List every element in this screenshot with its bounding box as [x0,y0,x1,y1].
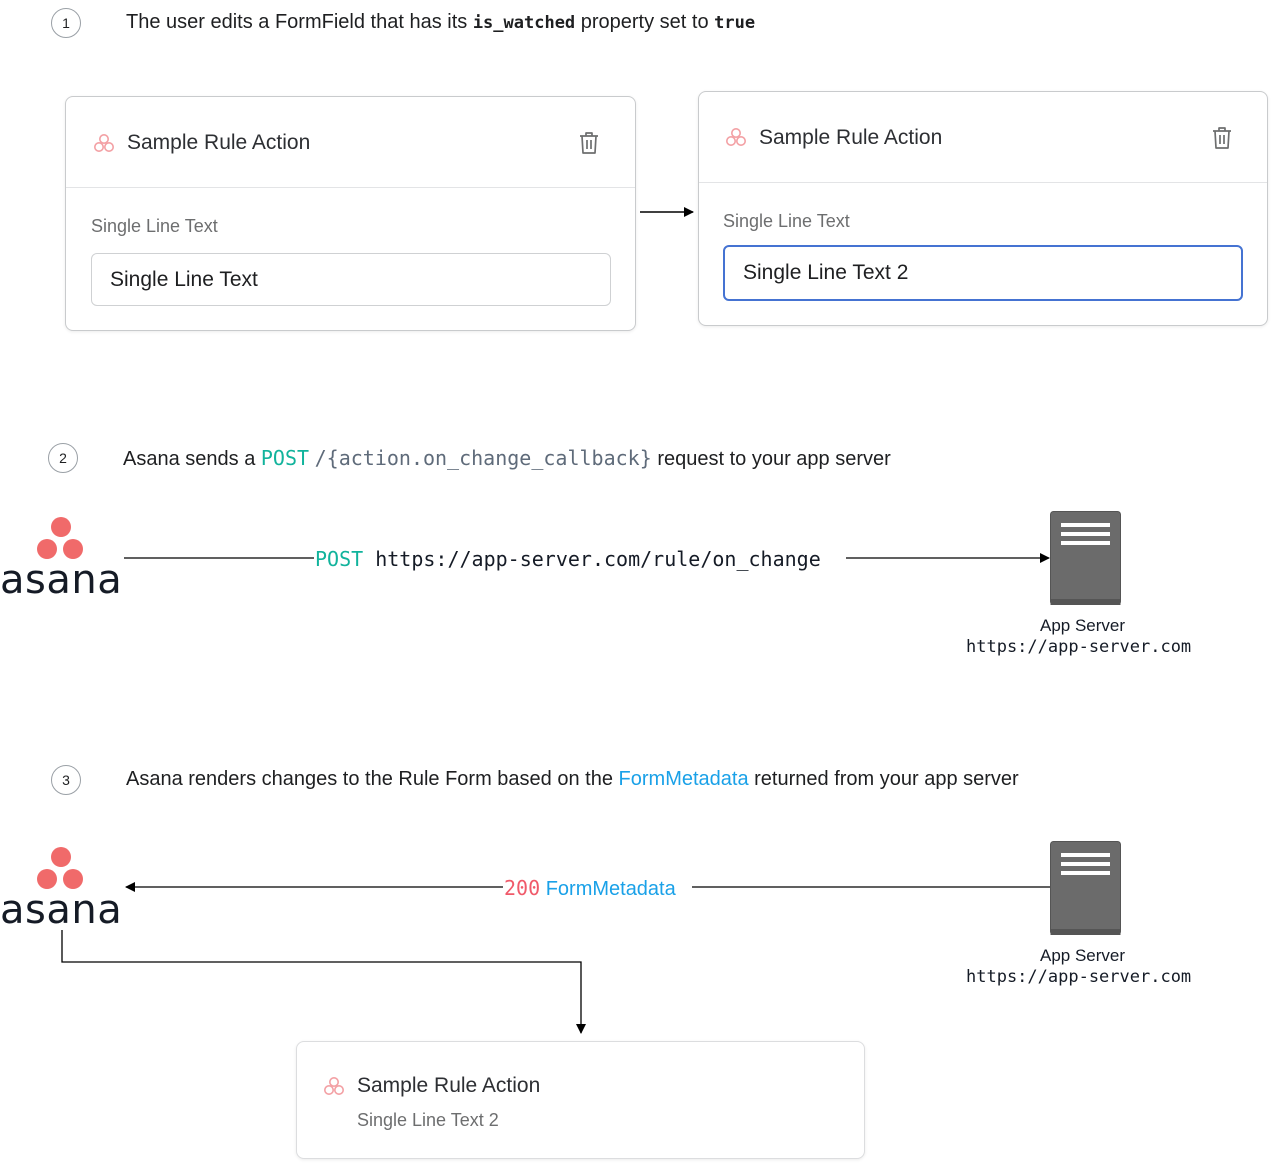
callback-path-code: /{action.on_change_callback} [314,446,652,470]
request-label: POST https://app-server.com/rule/on_chan… [314,547,822,571]
server-url: https://app-server.com [966,637,1192,657]
asana-rule-icon [726,128,746,146]
asana-logo: asana [0,845,125,933]
asana-logo: asana [0,515,125,603]
asana-wordmark: asana [0,557,123,603]
form-metadata-highlight: FormMetadata [618,768,749,790]
step-3-number: 3 [62,772,70,788]
logo-dot-left [37,869,57,889]
response-status: 200 [504,876,541,900]
true-code: true [714,13,756,33]
post-method-code: POST [260,446,310,470]
step-3-badge: 3 [51,765,81,795]
request-method: POST [315,547,364,571]
card-title: Sample Rule Action [357,1074,541,1097]
step-2-number: 2 [59,450,67,466]
single-line-text-input[interactable]: Single Line Text [91,253,611,306]
server-icon [1050,841,1121,935]
single-line-text-input-focused[interactable]: Single Line Text 2 [723,245,1243,301]
trash-icon[interactable] [1211,126,1233,150]
asana-wordmark: asana [0,887,123,933]
logo-dot-top [51,847,71,867]
step-3-caption: Asana renders changes to the Rule Form b… [126,768,1019,790]
server-url: https://app-server.com [966,967,1192,987]
trash-icon[interactable] [578,131,600,155]
step-1-number: 1 [62,15,70,31]
step-2-caption: Asana sends a POST /{action.on_change_ca… [123,446,891,470]
logo-dot-right [63,869,83,889]
card-title: Sample Rule Action [127,131,311,154]
logo-dot-top [51,517,71,537]
response-label: 200 FormMetadata [503,876,677,901]
step-2-badge: 2 [48,443,78,473]
rule-action-card-after: Sample Rule Action Single Line Text Sing… [698,91,1268,326]
field-label: Single Line Text [91,216,218,236]
card-header [699,92,1267,183]
response-body: FormMetadata [545,878,676,900]
step-1-badge: 1 [51,8,81,38]
step-1-caption: The user edits a FormField that has its … [126,11,756,33]
render-arrow [61,930,586,1034]
card-title: Sample Rule Action [759,126,943,149]
field-label: Single Line Text [723,211,850,231]
card-subtitle: Single Line Text 2 [357,1110,499,1130]
logo-dot-right [63,539,83,559]
server-label: App Server [1040,946,1126,965]
asana-rule-icon [94,134,114,152]
server-label: App Server [1040,616,1126,635]
card-header [66,97,635,188]
rule-action-card-result: Sample Rule Action Single Line Text 2 [296,1041,865,1159]
server-icon [1050,511,1121,605]
asana-rule-icon [324,1077,344,1095]
request-url: https://app-server.com/rule/on_change [375,547,821,571]
is-watched-code: is_watched [472,13,576,33]
rule-action-card-before: Sample Rule Action Single Line Text Sing… [65,96,636,331]
logo-dot-left [37,539,57,559]
